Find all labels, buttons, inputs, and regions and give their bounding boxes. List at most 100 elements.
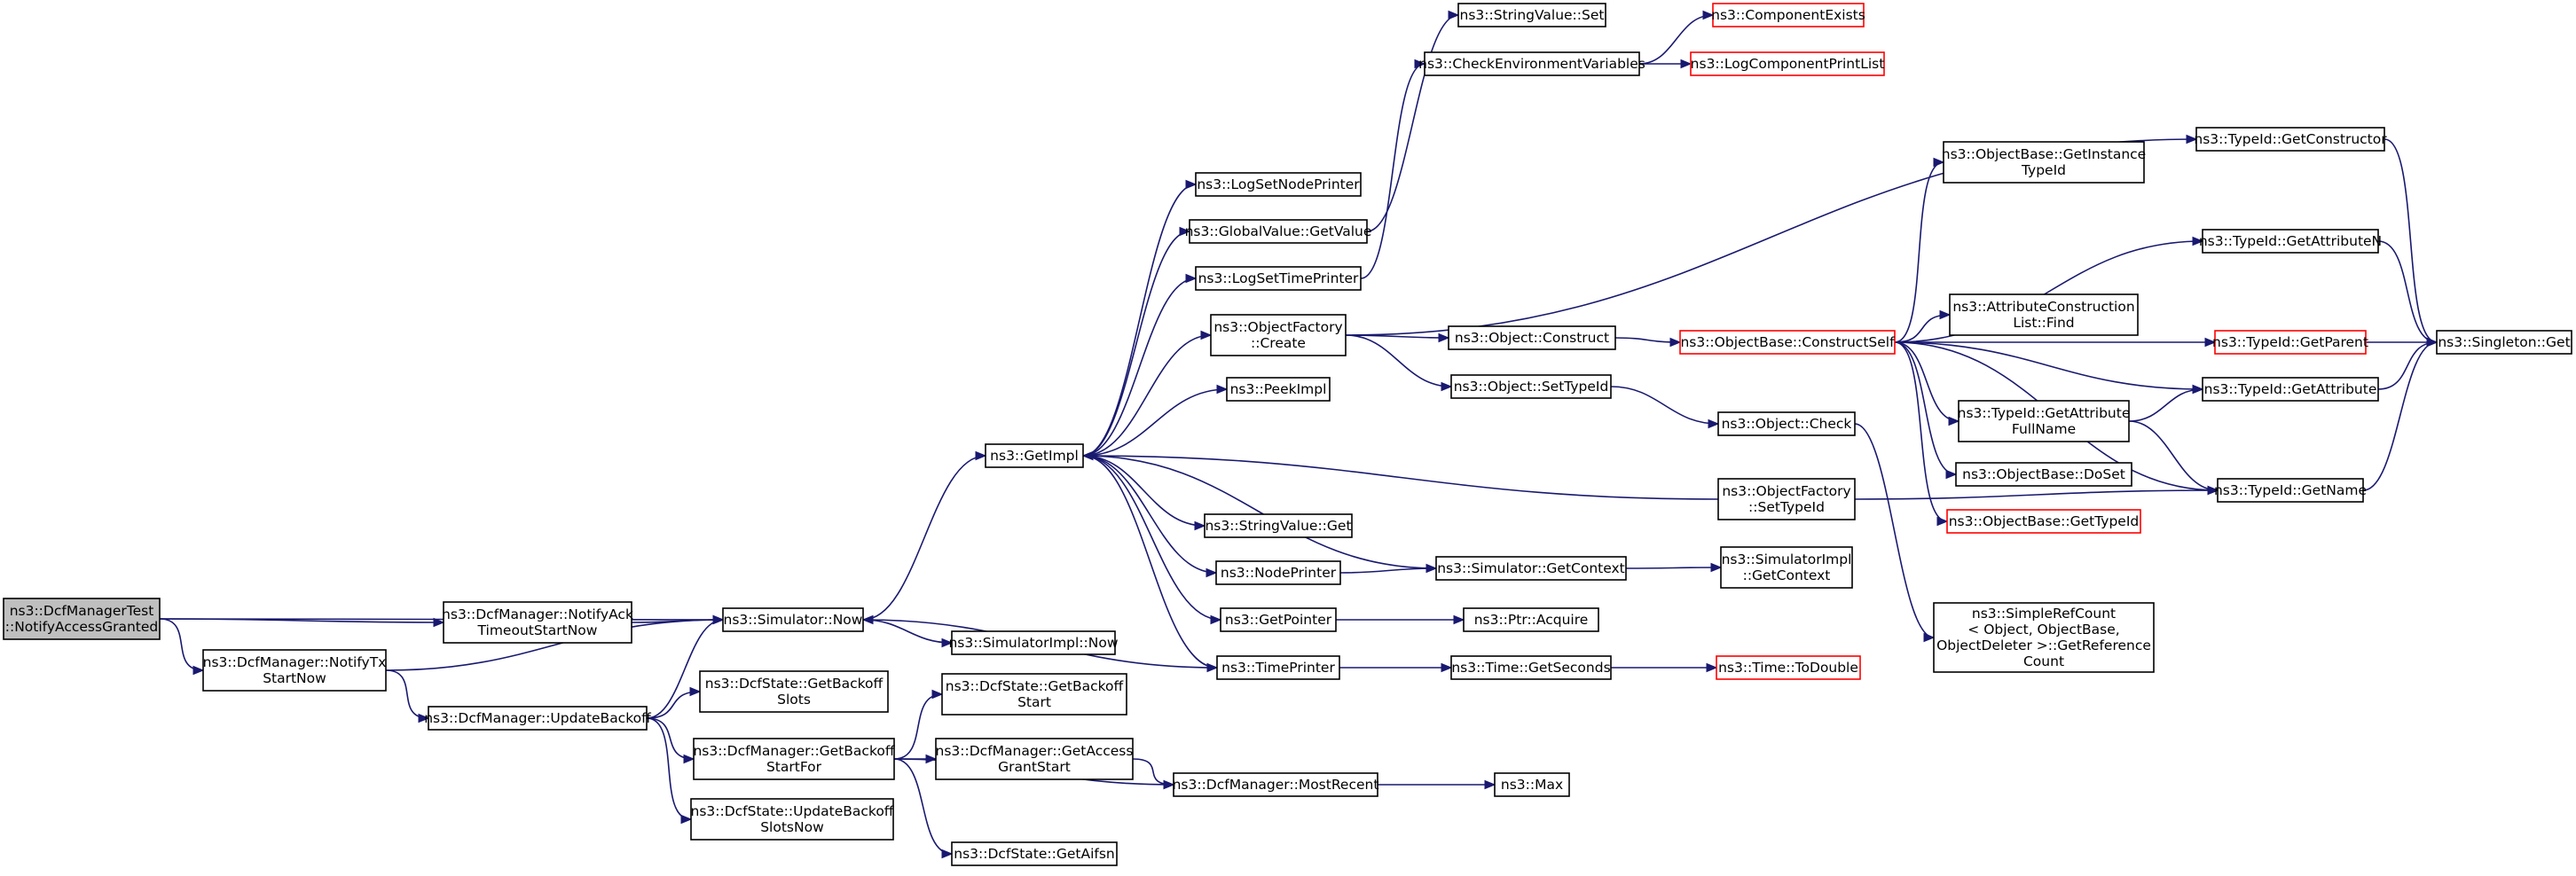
node-box: [1424, 51, 1640, 76]
node-label: ns3::Time::ToDouble: [1718, 660, 1858, 676]
edge-constructSelf-to-objectBaseGetTypeId: [1894, 341, 1948, 522]
node-label: ns3::DcfManager::GetAccess: [936, 743, 1134, 759]
node-getAifsn[interactable]: ns3::DcfState::GetAifsn: [951, 841, 1118, 866]
arrowhead: [683, 754, 695, 764]
arrowhead: [1200, 330, 1213, 340]
edge-now-to-getImpl: [862, 455, 986, 621]
edge-notifyTx-to-now: [385, 619, 724, 671]
node-max[interactable]: ns3::Max: [1494, 772, 1570, 797]
node-box: [1494, 772, 1570, 797]
node-objFactorySetTypeId[interactable]: ns3::ObjectFactory::SetTypeId: [1717, 478, 1856, 520]
node-label: TypeId: [2021, 162, 2066, 178]
node-stringValueGet[interactable]: ns3::StringValue::Get: [1204, 513, 1353, 538]
node-label: ns3::Object::Construct: [1455, 330, 1609, 346]
node-label: ns3::Simulator::GetContext: [1437, 560, 1625, 576]
arrowhead: [2186, 134, 2198, 145]
node-timePrinter[interactable]: ns3::TimePrinter: [1216, 655, 1340, 680]
arrowhead: [1939, 309, 1952, 320]
node-objectConstruct[interactable]: ns3::Object::Construct: [1448, 325, 1616, 350]
node-now[interactable]: ns3::Simulator::Now: [722, 607, 864, 632]
arrowhead: [975, 450, 987, 461]
node-box: [202, 649, 387, 692]
node-label: ns3::Max: [1501, 777, 1563, 793]
edge-getImpl-to-peekImpl: [1082, 388, 1228, 457]
node-objectCheck[interactable]: ns3::Object::Check: [1717, 411, 1856, 436]
node-logSetTimePrinter[interactable]: ns3::LogSetTimePrinter: [1195, 266, 1362, 291]
edge-constructSelf-to-getInstanceTypeId: [1894, 161, 1944, 343]
node-globalValueGetValue[interactable]: ns3::GlobalValue::GetValue: [1185, 219, 1372, 244]
node-box: [1450, 655, 1612, 680]
node-simImplNow[interactable]: ns3::SimulatorImpl::Now: [948, 630, 1119, 655]
node-logComponentPrintList[interactable]: ns3::LogComponentPrintList: [1690, 51, 1885, 76]
edge-getImpl-to-objFactoryCreate: [1082, 334, 1212, 457]
edge-updateBackoff-to-now: [646, 619, 724, 719]
node-label: ns3::ObjectBase::GetTypeId: [1949, 513, 2140, 529]
node-typeIdGetName[interactable]: ns3::TypeId::GetName: [2214, 478, 2367, 503]
node-stringValueSet[interactable]: ns3::StringValue::Set: [1457, 3, 1606, 27]
edge-getAttributeFullName-to-typeIdGetName: [2128, 420, 2219, 491]
node-label: ns3::LogComponentPrintList: [1691, 56, 1885, 72]
node-box: [699, 670, 889, 713]
node-box: [2202, 377, 2379, 402]
node-updateBackoff[interactable]: ns3::DcfManager::UpdateBackoff: [424, 706, 651, 731]
node-label: ns3::StringValue::Set: [1460, 7, 1605, 23]
node-logSetNodePrinter[interactable]: ns3::LogSetNodePrinter: [1195, 172, 1362, 197]
node-objectBaseDoSet[interactable]: ns3::ObjectBase::DoSet: [1955, 462, 2132, 487]
node-typeIdGetParent[interactable]: ns3::TypeId::GetParent: [2212, 330, 2368, 355]
node-checkEnvVars[interactable]: ns3::CheckEnvironmentVariables: [1418, 51, 1645, 76]
node-nodePrinter[interactable]: ns3::NodePrinter: [1215, 560, 1341, 585]
edge-typeIdGetAttribute-to-singletonGet: [2377, 341, 2438, 390]
node-singletonGet[interactable]: ns3::Singleton::Get: [2436, 330, 2572, 355]
arrowhead: [680, 814, 693, 825]
node-box: [1435, 556, 1627, 581]
node-getPointer[interactable]: ns3::GetPointer: [1220, 607, 1337, 632]
node-getImpl[interactable]: ns3::GetImpl: [985, 443, 1084, 468]
edge-objectSetTypeId-to-objectCheck: [1610, 386, 1719, 425]
node-timeGetSeconds[interactable]: ns3::Time::GetSeconds: [1450, 655, 1612, 680]
node-label: ns3::ObjectBase::GetInstance: [1942, 146, 2146, 162]
node-ptrAcquire[interactable]: ns3::Ptr::Acquire: [1463, 607, 1599, 632]
node-box: [2202, 229, 2379, 254]
node-getReferenceCount[interactable]: ns3::SimpleRefCount< Object, ObjectBase,…: [1933, 602, 2155, 673]
node-simImplGetContext[interactable]: ns3::SimulatorImpl::GetContext: [1720, 546, 1853, 589]
node-root[interactable]: ns3::DcfManagerTest::NotifyAccessGranted: [3, 598, 161, 640]
node-label: ns3::TypeId::GetAttribute: [1958, 405, 2131, 421]
node-box: [2214, 330, 2367, 355]
node-simGetContext[interactable]: ns3::Simulator::GetContext: [1435, 556, 1627, 581]
node-label: ns3::TypeId::GetParent: [2212, 334, 2368, 350]
edge-getImpl-to-logSetTimePrinter: [1082, 278, 1197, 457]
edge-updateBackoff-to-updateBackoffSlotsNow: [646, 717, 692, 820]
node-objFactoryCreate[interactable]: ns3::ObjectFactory::Create: [1210, 314, 1347, 356]
arrowhead: [689, 686, 702, 697]
node-label: ns3::ObjectFactory: [1722, 483, 1850, 499]
node-typeIdGetAttribute[interactable]: ns3::TypeId::GetAttribute: [2202, 377, 2379, 402]
node-label: ns3::PeekImpl: [1230, 381, 1327, 397]
node-peekImpl[interactable]: ns3::PeekImpl: [1226, 377, 1331, 402]
node-typeIdGetAttributeN[interactable]: ns3::TypeId::GetAttributeN: [2199, 229, 2382, 254]
node-box: [1716, 655, 1861, 680]
node-componentExists[interactable]: ns3::ComponentExists: [1711, 3, 1865, 27]
edge-getImpl-to-nodePrinter: [1082, 455, 1217, 574]
arrowhead: [2192, 236, 2204, 246]
node-notifyAck[interactable]: ns3::DcfManager::NotifyAckTimeoutStartNo…: [442, 601, 633, 644]
node-typeIdGetConstructor[interactable]: ns3::TypeId::GetConstructor: [2194, 127, 2387, 152]
node-label: ns3::SimulatorImpl::Now: [948, 635, 1118, 651]
node-constructSelf[interactable]: ns3::ObjectBase::ConstructSelf: [1679, 330, 1896, 355]
node-box: [951, 630, 1116, 655]
node-timeToDouble[interactable]: ns3::Time::ToDouble: [1716, 655, 1861, 680]
edge-objFactoryCreate-to-objectConstruct: [1345, 334, 1449, 339]
node-mostRecent[interactable]: ns3::DcfManager::MostRecent: [1173, 772, 1379, 797]
node-objectSetTypeId[interactable]: ns3::Object::SetTypeId: [1450, 374, 1612, 399]
edge-typeIdGetConstructor-to-singletonGet: [2384, 138, 2438, 343]
edge-objFactoryCreate-to-objectSetTypeId: [1345, 334, 1452, 387]
node-objectBaseGetTypeId[interactable]: ns3::ObjectBase::GetTypeId: [1946, 509, 2141, 534]
